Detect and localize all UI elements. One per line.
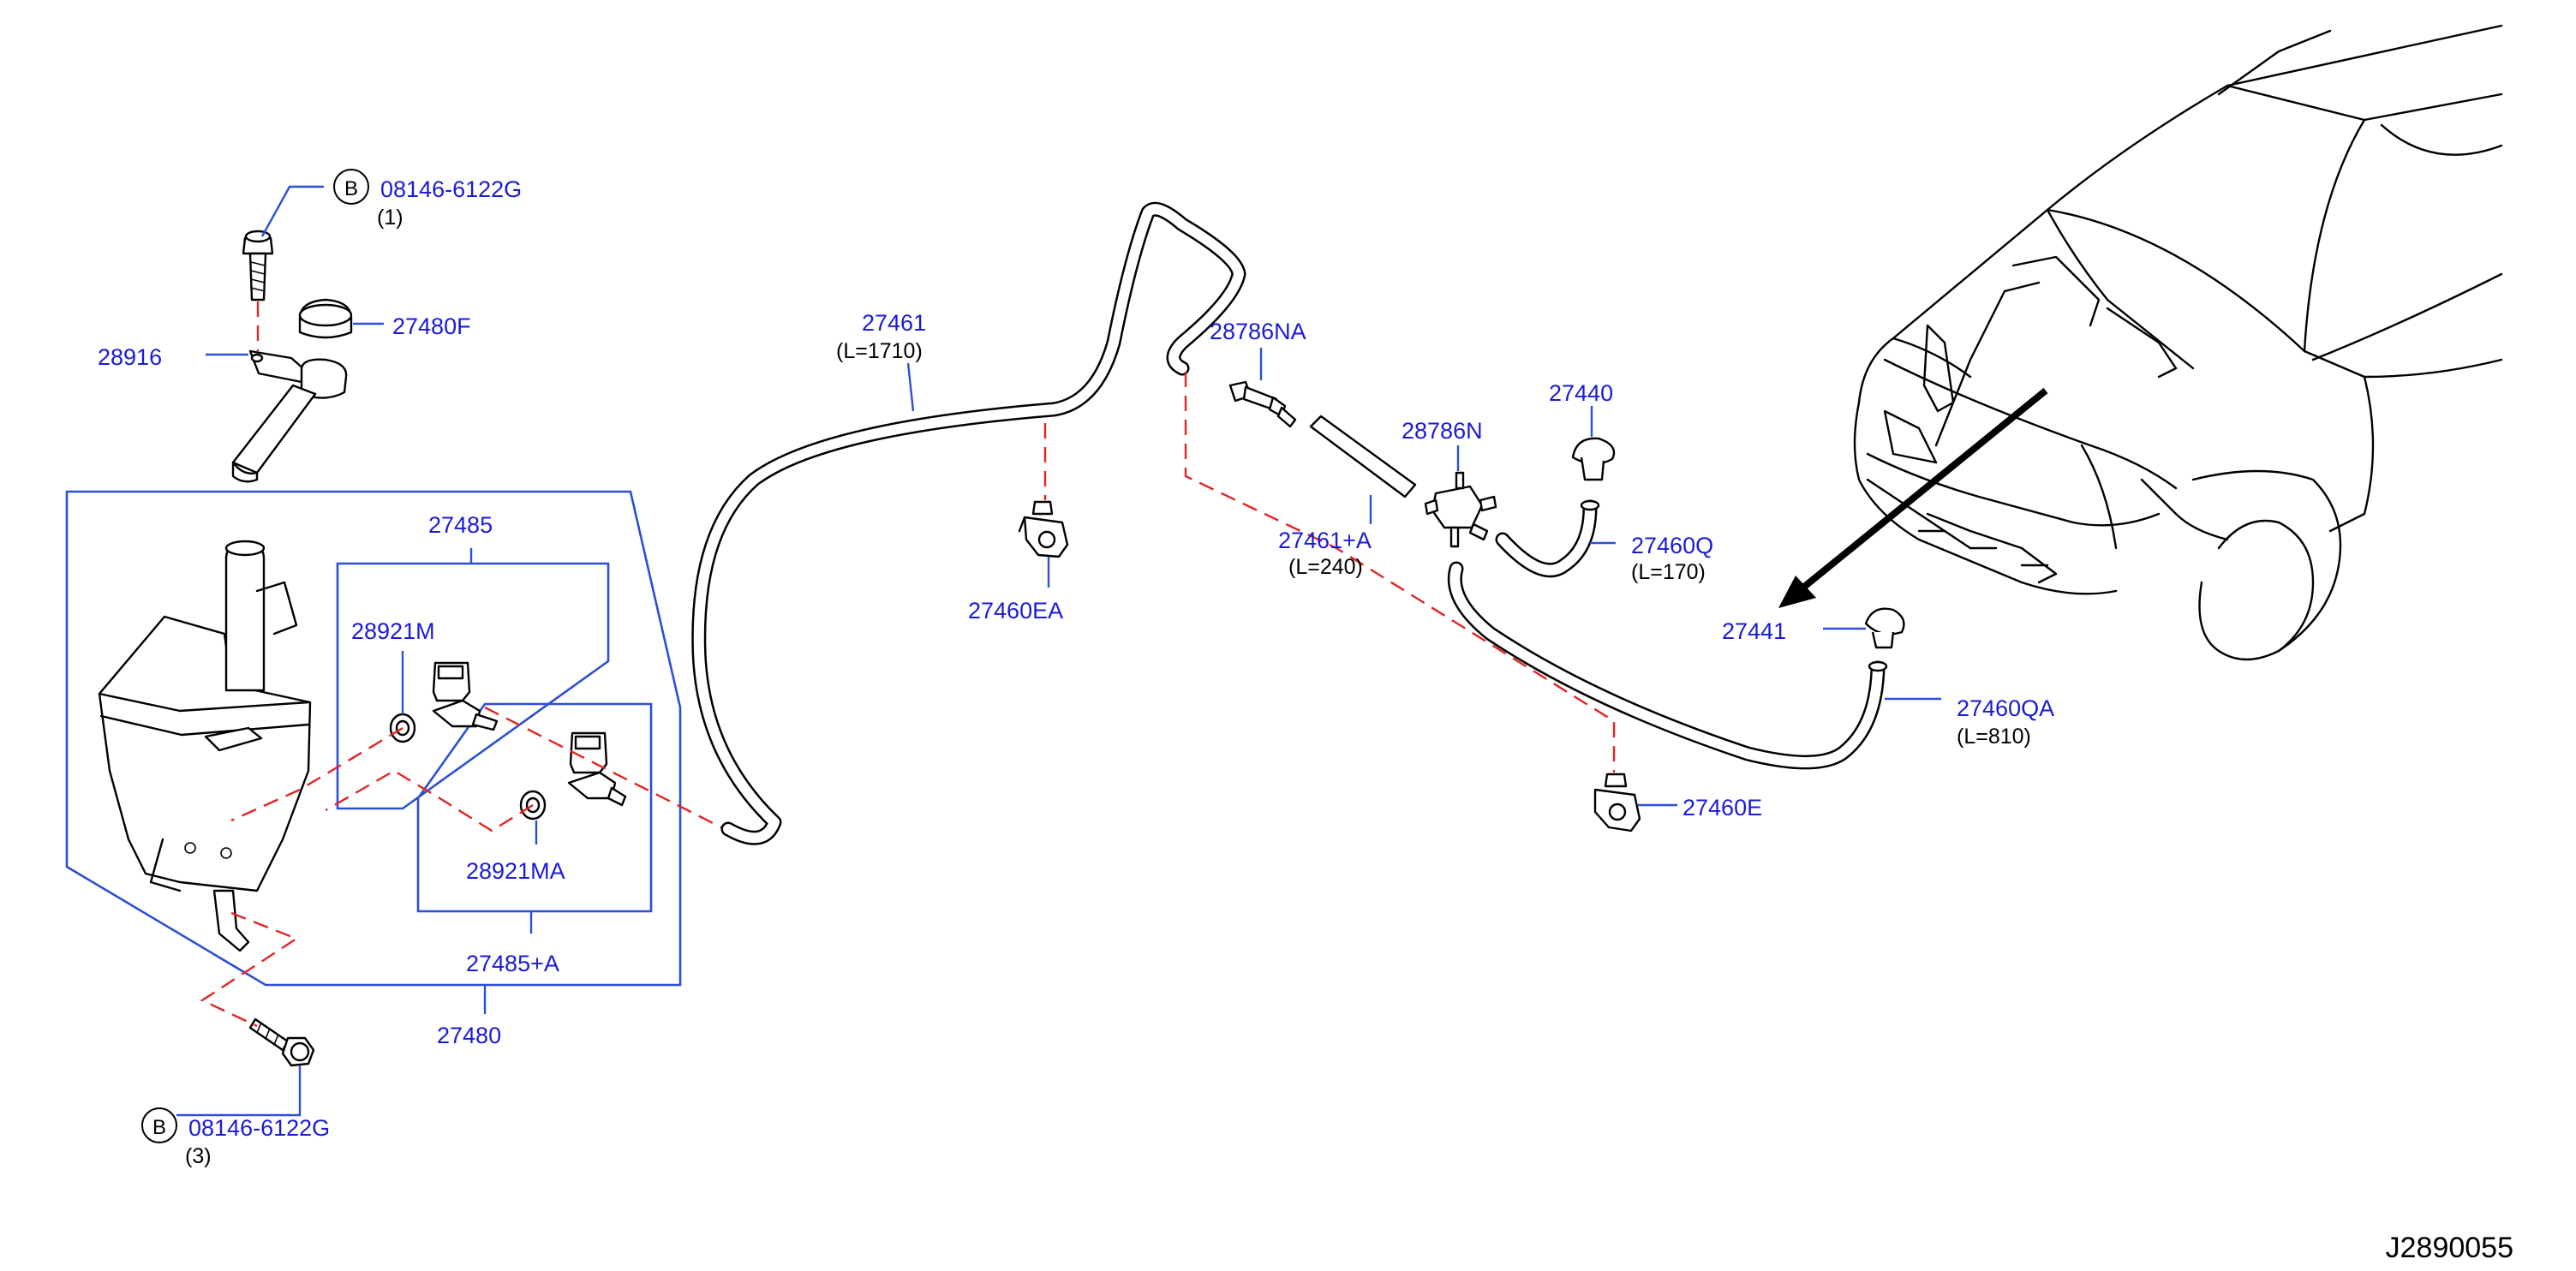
pump-kit-1-box xyxy=(336,562,610,810)
pump-2-illustration xyxy=(519,731,627,820)
tank-illustration xyxy=(98,540,312,952)
bolt-top-symbol-circle xyxy=(333,169,369,205)
hose-short-illustration xyxy=(1309,415,1417,498)
bracket-part-number[interactable]: 28916 xyxy=(98,344,162,370)
leader-lines xyxy=(176,185,1941,1117)
pump-2-connection-line xyxy=(325,769,534,832)
direction-arrow xyxy=(1778,387,2048,608)
bolt-top-part-number[interactable]: 08146-6122G xyxy=(380,176,522,202)
bolt-bottom-part-number[interactable]: 08146-6122G xyxy=(188,1115,330,1141)
nozzle-2-illustration xyxy=(1864,607,1905,649)
joint-part-number[interactable]: 28786N xyxy=(1402,418,1483,444)
valve-clip-connection-line xyxy=(1184,372,1616,773)
hose-nozzle-2-length: (L=810) xyxy=(1957,725,2031,749)
pump-1-illustration xyxy=(389,661,499,743)
hose-short-length: (L=240) xyxy=(1288,555,1363,579)
hose-nozzle-2-part-number[interactable]: 27460QA xyxy=(1957,695,2054,721)
clip-1-part-number[interactable]: 27460EA xyxy=(968,598,1063,624)
tank-part-number[interactable]: 27480 xyxy=(437,1023,501,1048)
grommet-2-part-number[interactable]: 28921MA xyxy=(466,858,565,884)
nozzle-2-part-number[interactable]: 27441 xyxy=(1722,618,1786,644)
clip-2-part-number[interactable]: 27460E xyxy=(1682,795,1762,820)
bolt-bottom-illustration xyxy=(248,1017,315,1067)
bolt-bottom-qty: (3) xyxy=(185,1144,212,1168)
pump-kit-2-box xyxy=(416,702,653,913)
clip-1-illustration xyxy=(1018,500,1069,558)
cap-illustration xyxy=(298,298,353,339)
clip-2-illustration xyxy=(1593,773,1641,832)
hose-nozzle-1-part-number[interactable]: 27460Q xyxy=(1631,533,1713,558)
bolt-bottom-symbol: B xyxy=(152,1116,166,1139)
tank-assembly-box xyxy=(65,490,682,987)
nozzle-1-part-number[interactable]: 27440 xyxy=(1549,380,1613,406)
diagram-code: J2890055 xyxy=(2386,1232,2513,1264)
pump-hose-connection-line xyxy=(484,706,729,832)
hose-main-length: (L=1710) xyxy=(836,339,923,363)
hose-nozzle-2-illustration xyxy=(1447,561,1888,770)
bolt-top-symbol: B xyxy=(344,177,358,200)
hose-short-part-number[interactable]: 27461+A xyxy=(1278,528,1372,553)
check-valve-part-number[interactable]: 28786NA xyxy=(1210,319,1306,344)
check-valve-illustration xyxy=(1228,380,1297,428)
hose-main-illustration xyxy=(691,201,1246,845)
nozzle-1-illustration xyxy=(1571,437,1616,481)
pump-kit-2-part-number[interactable]: 27485+A xyxy=(466,951,559,976)
vehicle-illustration xyxy=(1853,24,2503,661)
bolt-top-illustration xyxy=(242,230,274,301)
cap-part-number[interactable]: 27480F xyxy=(392,313,471,339)
joint-illustration xyxy=(1424,471,1497,548)
bolt-top-qty: (1) xyxy=(377,206,403,230)
grommet-1-part-number[interactable]: 28921M xyxy=(351,618,435,644)
pump-kit-1-part-number[interactable]: 27485 xyxy=(428,512,493,538)
hose-nozzle-1-length: (L=170) xyxy=(1631,560,1706,584)
hose-main-part-number[interactable]: 27461 xyxy=(862,310,926,336)
bracket-illustration xyxy=(231,349,348,483)
pump-1-connection-line xyxy=(230,726,403,822)
tank-bolt-connection-line xyxy=(200,911,299,1028)
hose-nozzle-1-illustration xyxy=(1495,499,1600,578)
bolt-bottom-symbol-circle xyxy=(141,1107,177,1143)
